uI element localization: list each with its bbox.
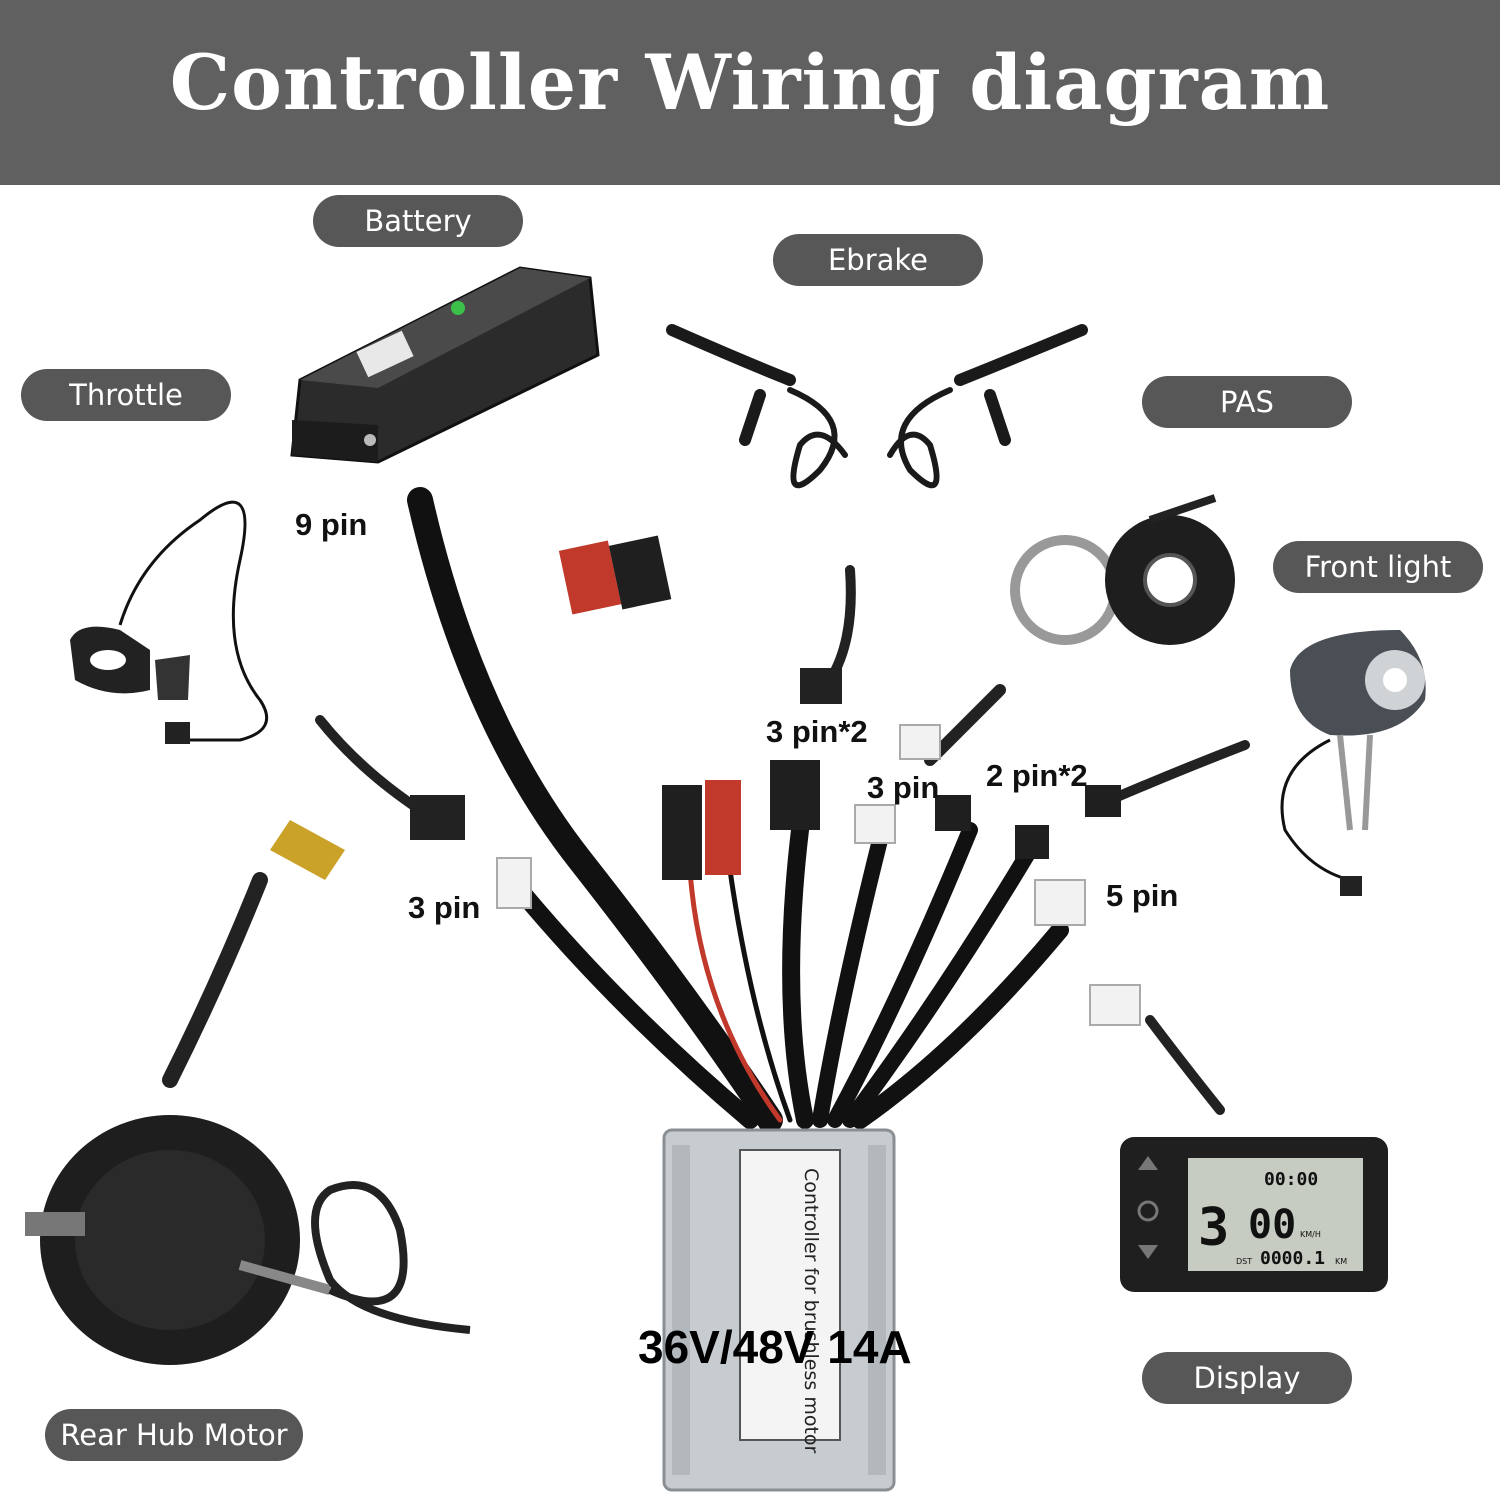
display-gear: 3 xyxy=(1198,1198,1229,1258)
hub-motor-icon xyxy=(25,1115,471,1365)
battery-icon xyxy=(290,266,600,464)
label-rear-hub-motor: Rear Hub Motor xyxy=(45,1409,303,1461)
pas-sensor-icon xyxy=(1010,494,1235,645)
controller-box: Controller for brushless motor xyxy=(662,1128,896,1492)
display-distance-unit: KM xyxy=(1335,1257,1347,1266)
front-light-icon xyxy=(1280,630,1426,896)
label-front-light: Front light xyxy=(1273,541,1483,593)
display-speed-unit: KM/H xyxy=(1300,1230,1321,1239)
label-pas: PAS xyxy=(1142,376,1352,428)
connector-label-9pin: 9 pin xyxy=(295,507,368,542)
label-battery: Battery xyxy=(313,195,523,247)
label-display: Display xyxy=(1142,1352,1352,1404)
label-ebrake: Ebrake xyxy=(773,234,983,286)
controller-label-title: Controller for brushless motor xyxy=(800,1168,822,1454)
controller-rating: 36V/48V 14A xyxy=(638,1321,912,1373)
connector-label-3pin-pas: 3 pin xyxy=(867,770,940,805)
title-banner xyxy=(0,0,1500,185)
display-time: 00:00 xyxy=(1264,1169,1318,1190)
display-distance: 0000.1 xyxy=(1260,1248,1325,1269)
connector-plugs xyxy=(270,535,1141,1026)
throttle-icon xyxy=(70,500,269,744)
lcd-display-icon: 00:00 3 00 KM/H DST 0000.1 KM xyxy=(1120,1137,1388,1292)
display-speed: 00 xyxy=(1248,1202,1296,1248)
ebrake-icon xyxy=(666,324,1088,489)
label-throttle: Throttle xyxy=(21,369,231,421)
connector-label-5pin: 5 pin xyxy=(1106,878,1179,913)
connector-label-3pin-x2: 3 pin*2 xyxy=(766,714,868,749)
page-title: Controller Wiring diagram xyxy=(169,38,1331,127)
connector-label-2pin-x2: 2 pin*2 xyxy=(986,758,1088,793)
connector-label-3pin-throttle: 3 pin xyxy=(408,890,481,925)
display-dst-label: DST xyxy=(1236,1257,1252,1266)
